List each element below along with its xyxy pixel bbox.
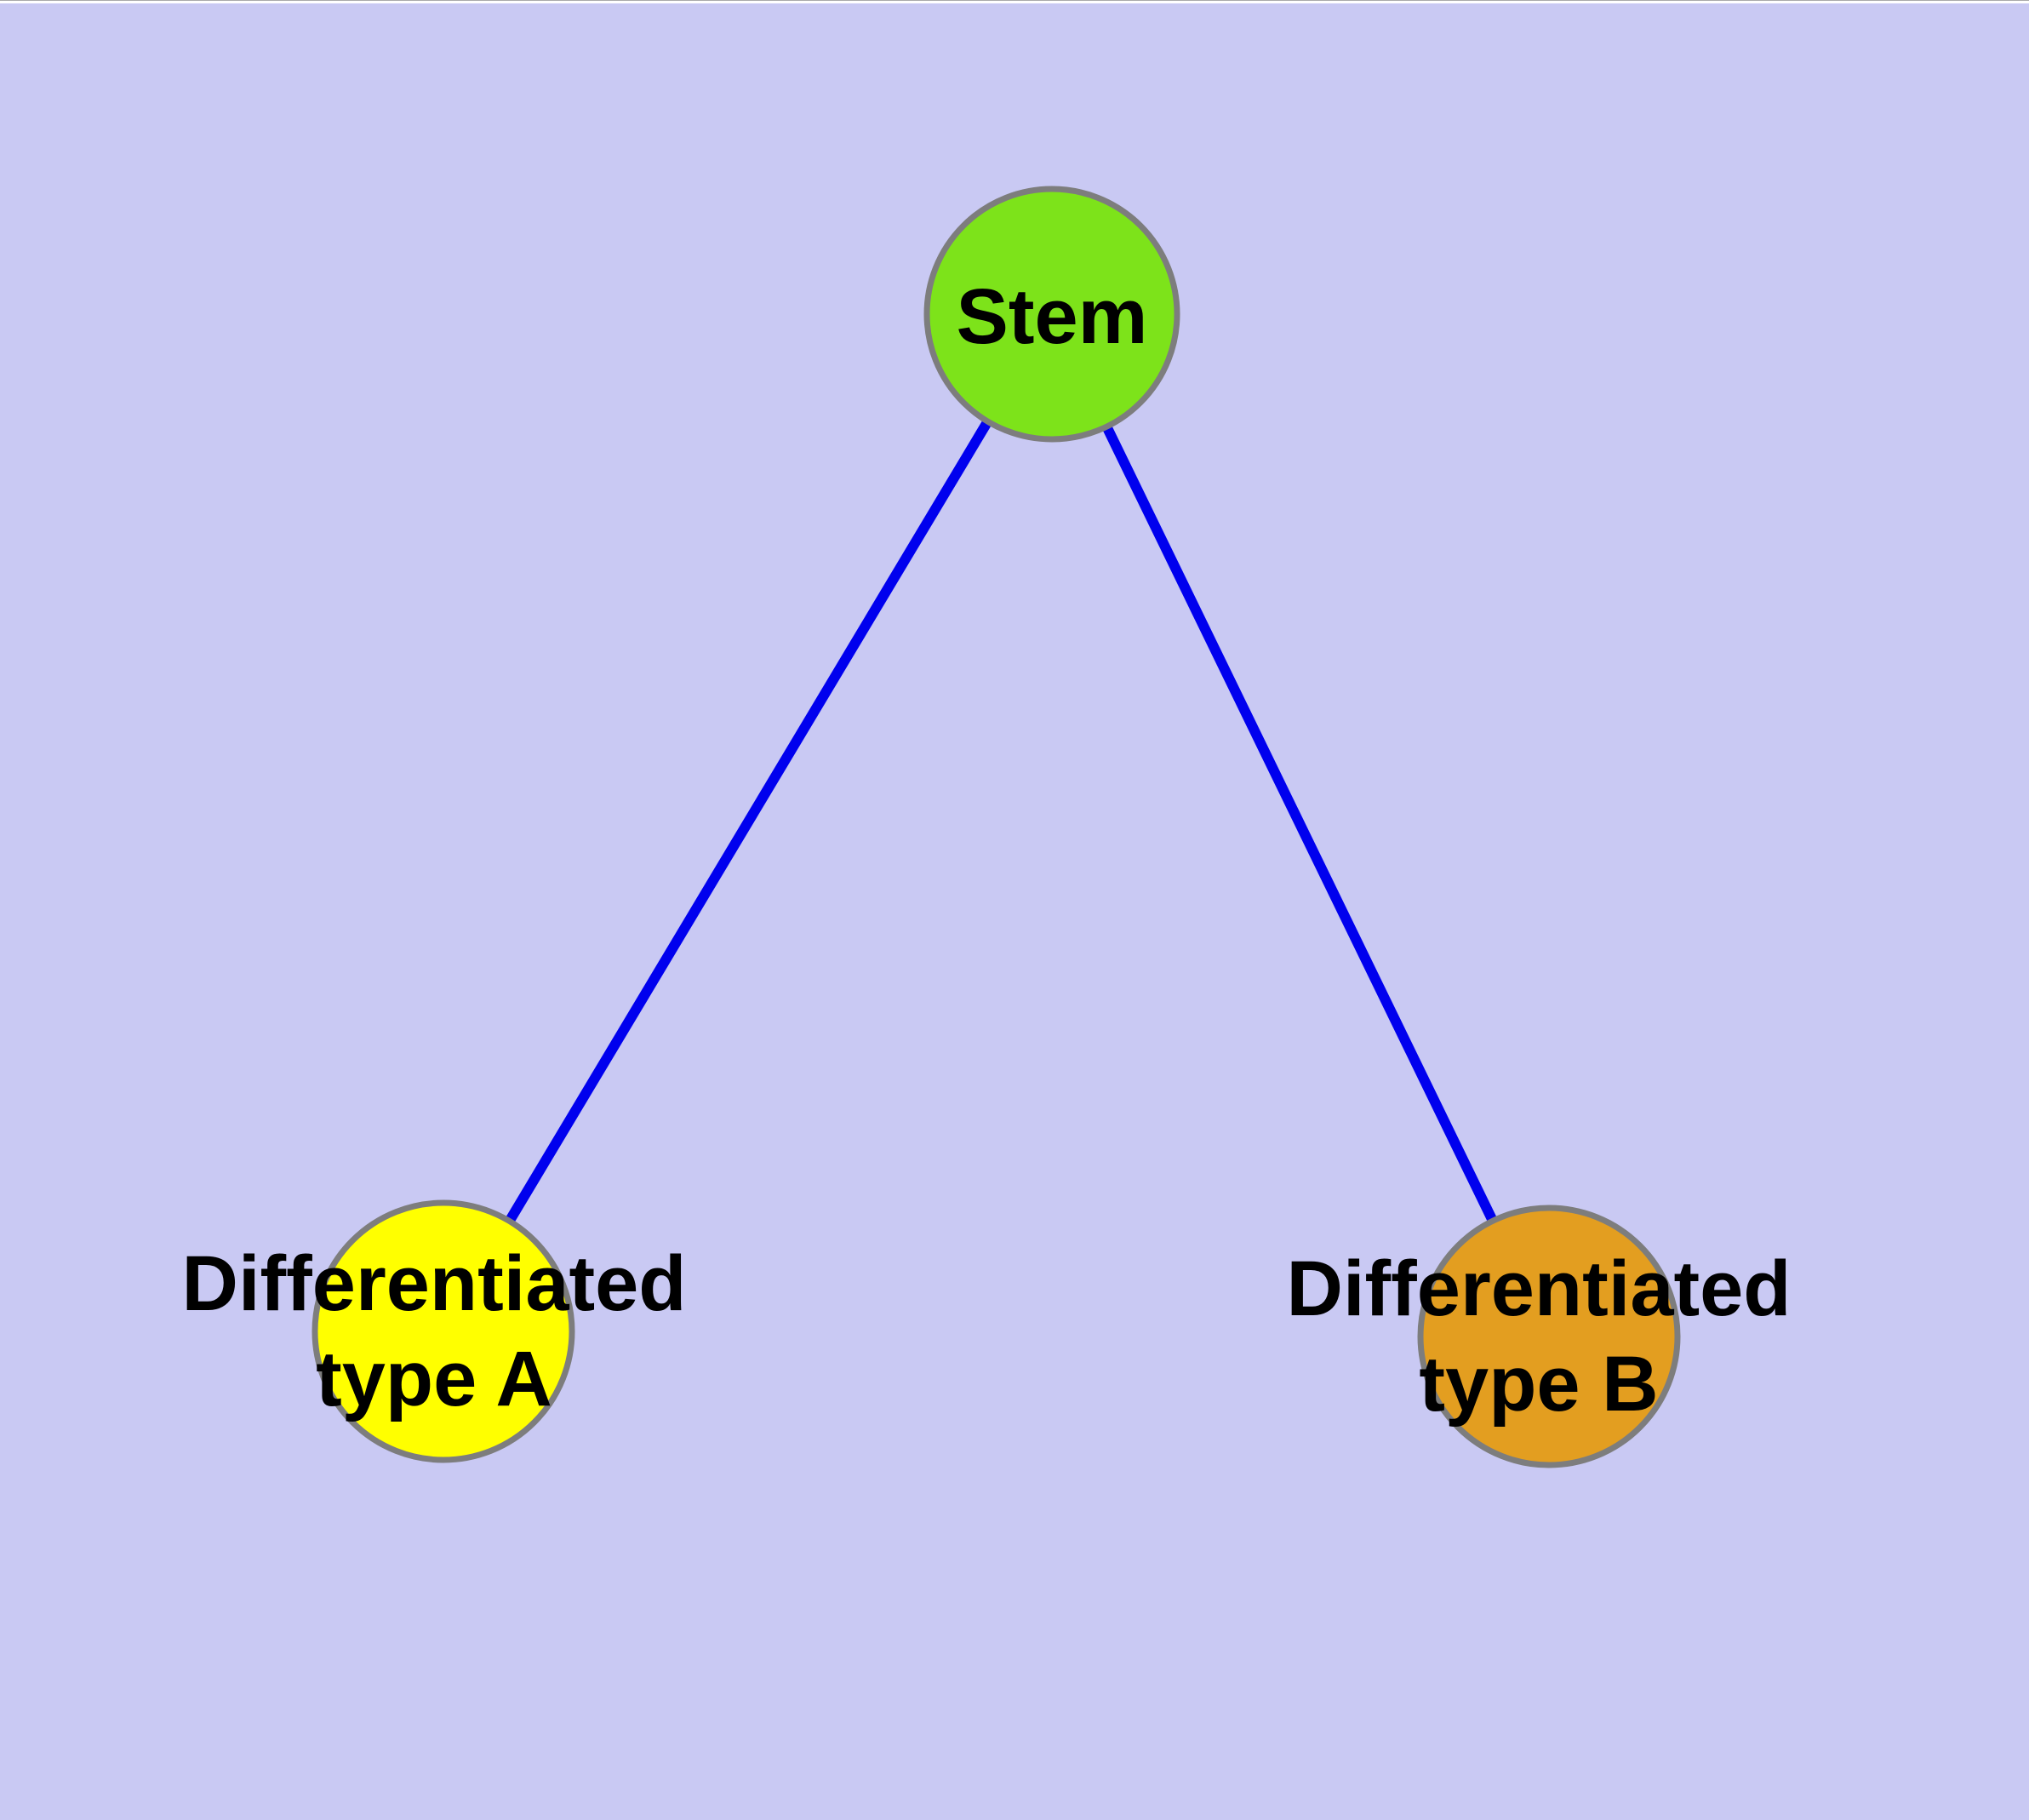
window-top-hairline [0, 0, 2029, 1]
node-label-stem: Stem [956, 273, 1148, 360]
label-line-1: Differentiated [181, 1240, 687, 1327]
node-label-differentiated-type-a: Differentiated type A [182, 1236, 687, 1427]
node-differentiated-type-b [1417, 1205, 1681, 1468]
label-line-2: type B [1419, 1341, 1659, 1428]
node-stem [923, 186, 1180, 443]
edge-stem-to-type-b [1047, 309, 1554, 1342]
node-label-differentiated-type-b: Differentiated type B [1287, 1241, 1792, 1432]
node-differentiated-type-a [311, 1199, 575, 1463]
label-line-2: type A [316, 1336, 552, 1422]
edge-stem-to-type-a [438, 309, 1057, 1336]
label-line-1: Differentiated [1286, 1245, 1792, 1332]
